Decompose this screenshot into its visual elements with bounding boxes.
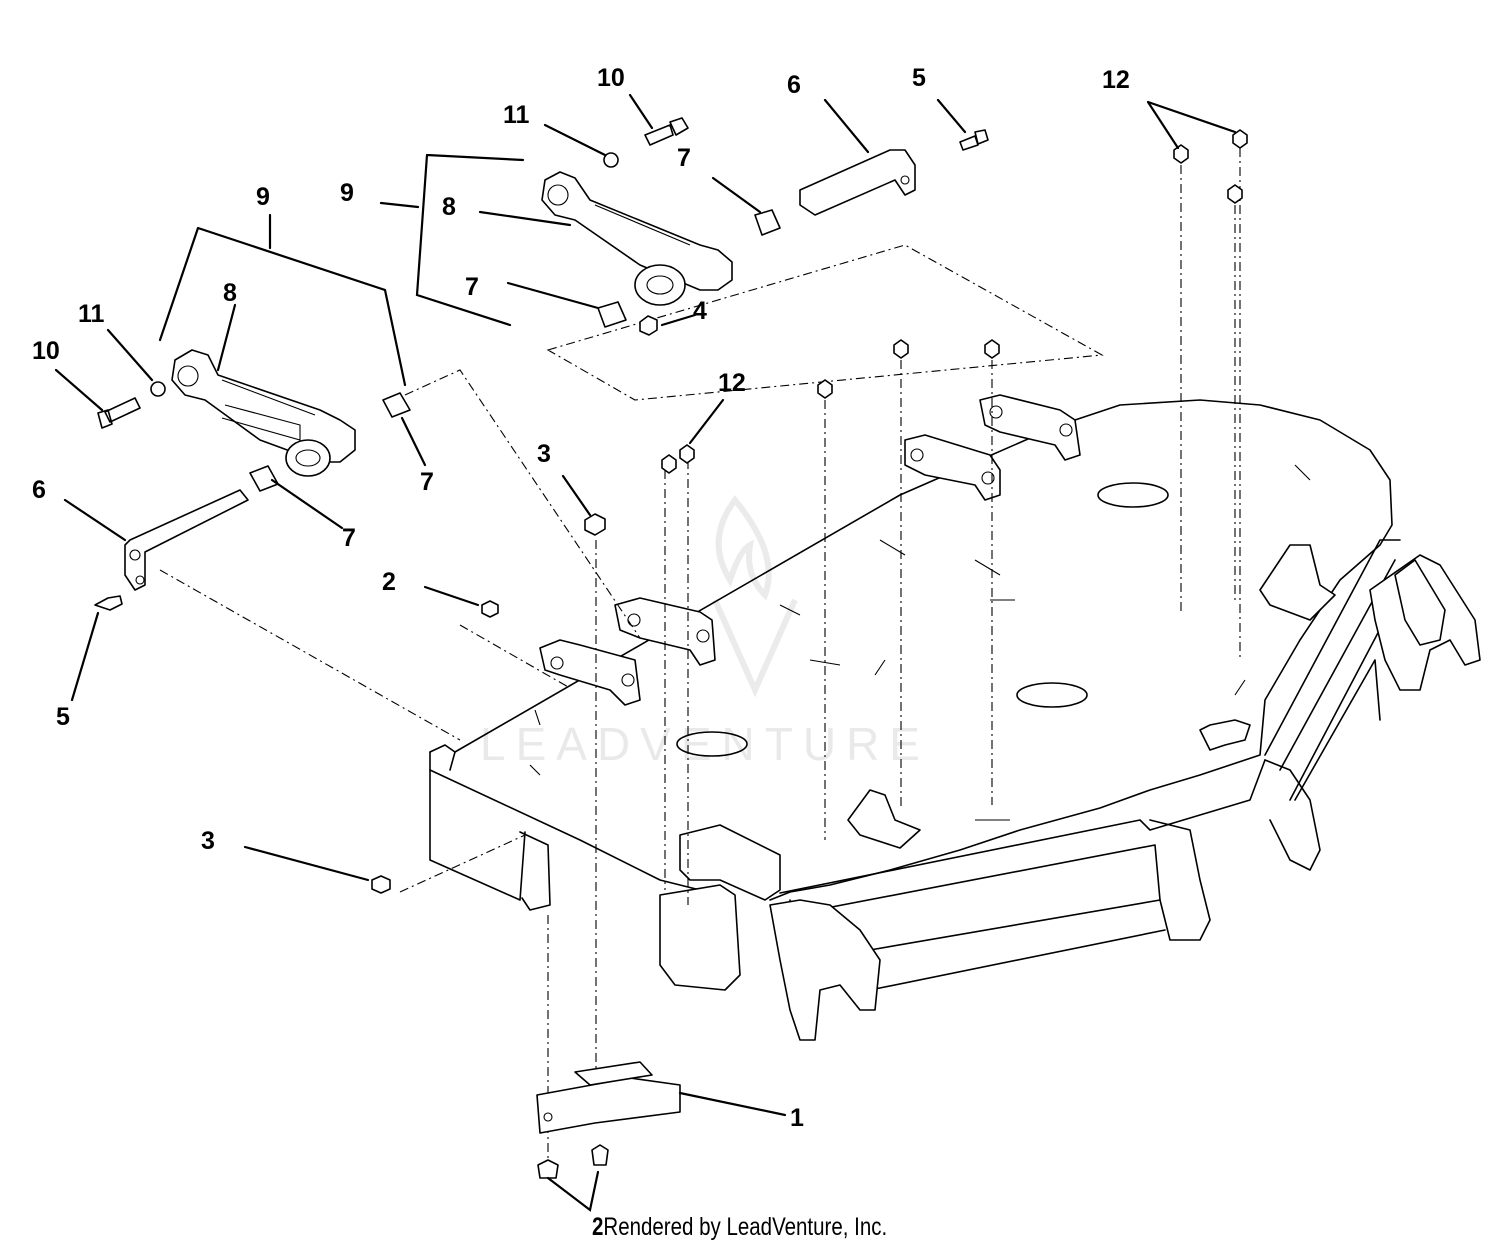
callout-5-lower: 5 xyxy=(56,703,70,731)
callout-6-lower: 6 xyxy=(32,476,46,504)
mower-deck xyxy=(429,394,1481,1041)
render-credit: 2Rendered by LeadVenture, Inc. xyxy=(592,1213,887,1242)
callout-8-lower: 8 xyxy=(223,279,237,307)
callout-labels: 1 2 3 3 4 5 5 6 6 7 7 7 7 8 8 9 9 10 10 … xyxy=(32,64,1130,1132)
callout-11-upper: 11 xyxy=(503,101,530,129)
callout-10-upper: 10 xyxy=(597,64,625,92)
credit-text: Rendered by LeadVenture, Inc. xyxy=(603,1213,888,1241)
callout-7-mid: 7 xyxy=(465,273,479,301)
callout-5-upper: 5 xyxy=(912,64,926,92)
callout-1: 1 xyxy=(790,1104,804,1132)
callout-6-upper: 6 xyxy=(787,71,801,99)
deck-shield-part-1 xyxy=(536,1061,681,1134)
callout-7-top: 7 xyxy=(677,144,691,172)
callout-7-right: 7 xyxy=(420,468,434,496)
callout-12-lower: 12 xyxy=(718,369,746,397)
fasteners xyxy=(371,129,1248,1179)
watermark-text: LEADVENTURE xyxy=(480,718,930,770)
callout-3-upper: 3 xyxy=(537,440,551,468)
watermark-logo xyxy=(712,495,798,698)
callout-12-upper: 12 xyxy=(1102,66,1130,94)
callout-4: 4 xyxy=(693,297,707,325)
callout-3-lower: 3 xyxy=(201,827,215,855)
callout-9-lower: 9 xyxy=(256,183,270,211)
callout-9-upper: 9 xyxy=(340,179,354,207)
callout-leaders xyxy=(54,93,1237,1212)
callout-8-upper: 8 xyxy=(442,193,456,221)
callout-11-lower: 11 xyxy=(78,300,105,328)
callout-2: 2 xyxy=(382,568,396,596)
callout-10-lower: 10 xyxy=(32,337,60,365)
lower-lift-link-assembly xyxy=(94,349,411,611)
assembly-reference-lines xyxy=(159,148,1241,1160)
upper-lift-link-assembly xyxy=(541,117,989,336)
callout-2-bottom: 2 xyxy=(592,1213,604,1241)
callout-7-low: 7 xyxy=(342,524,356,552)
